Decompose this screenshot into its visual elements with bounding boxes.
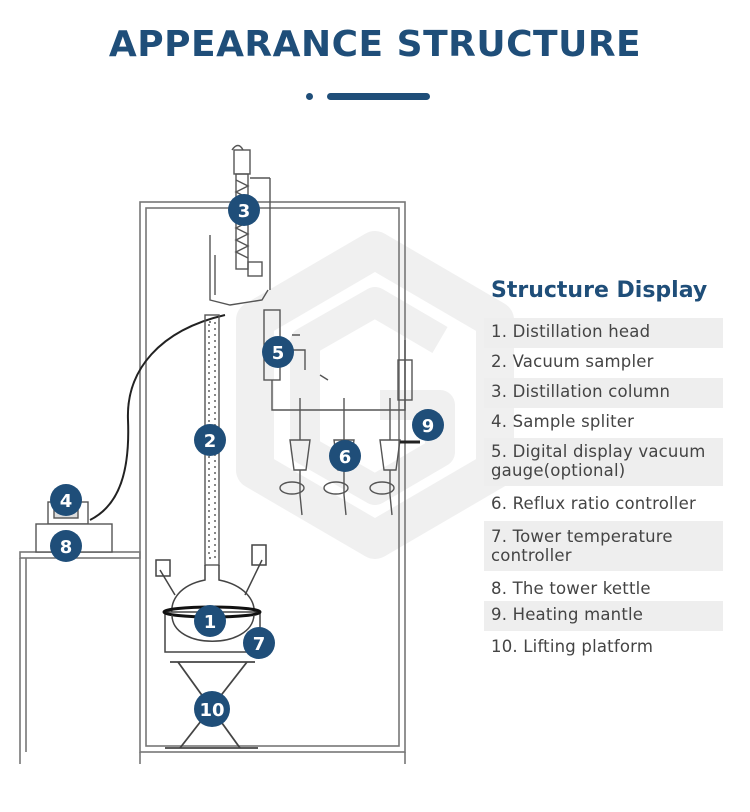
svg-text:5: 5	[272, 343, 285, 364]
svg-text:7: 7	[253, 634, 266, 655]
list-item: 4. Sample spliter	[491, 412, 635, 431]
list-item: 1. Distillation head	[484, 318, 723, 348]
svg-text:4: 4	[60, 491, 73, 512]
title-dot-ornament	[306, 93, 313, 100]
badge-7: 7	[243, 627, 275, 659]
page-title: APPEARANCE STRUCTURE	[108, 24, 642, 65]
badge-6: 6	[329, 440, 361, 472]
list-item: 10. Lifting platform	[491, 637, 654, 656]
badge-9: 9	[412, 409, 444, 441]
badge-8: 8	[50, 530, 82, 562]
svg-text:3: 3	[238, 201, 251, 222]
badge-5: 5	[262, 336, 294, 368]
badge-3: 3	[228, 194, 260, 226]
svg-text:2: 2	[204, 431, 217, 452]
list-item: 3. Distillation column	[484, 378, 723, 408]
list-item: 7. Tower temperature controller	[484, 521, 723, 571]
structure-display-title: Structure Display	[491, 278, 708, 303]
list-item: 9. Heating mantle	[484, 601, 723, 631]
title-bar-ornament	[327, 93, 430, 100]
structure-list: 1. Distillation head 2. Vacuum sampler 3…	[484, 318, 723, 661]
watermark-logo	[236, 231, 514, 559]
badge-1: 1	[194, 605, 226, 637]
receiver-assembly	[263, 309, 420, 516]
svg-text:8: 8	[60, 537, 73, 558]
badge-10: 10	[194, 691, 230, 727]
list-item: 2. Vacuum sampler	[491, 352, 654, 371]
list-item: 6. Reflux ratio controller	[491, 494, 696, 513]
sensor-cable	[89, 314, 226, 521]
side-table	[19, 551, 141, 764]
svg-text:6: 6	[339, 447, 352, 468]
badge-4: 4	[50, 484, 82, 516]
badge-2: 2	[194, 424, 226, 456]
list-item: 5. Digital display vacuum gauge(optional…	[484, 438, 723, 486]
svg-text:9: 9	[422, 416, 435, 437]
svg-text:10: 10	[199, 700, 224, 721]
svg-text:1: 1	[204, 612, 217, 633]
list-item: 8. The tower kettle	[491, 579, 651, 598]
support-frame	[139, 201, 406, 764]
